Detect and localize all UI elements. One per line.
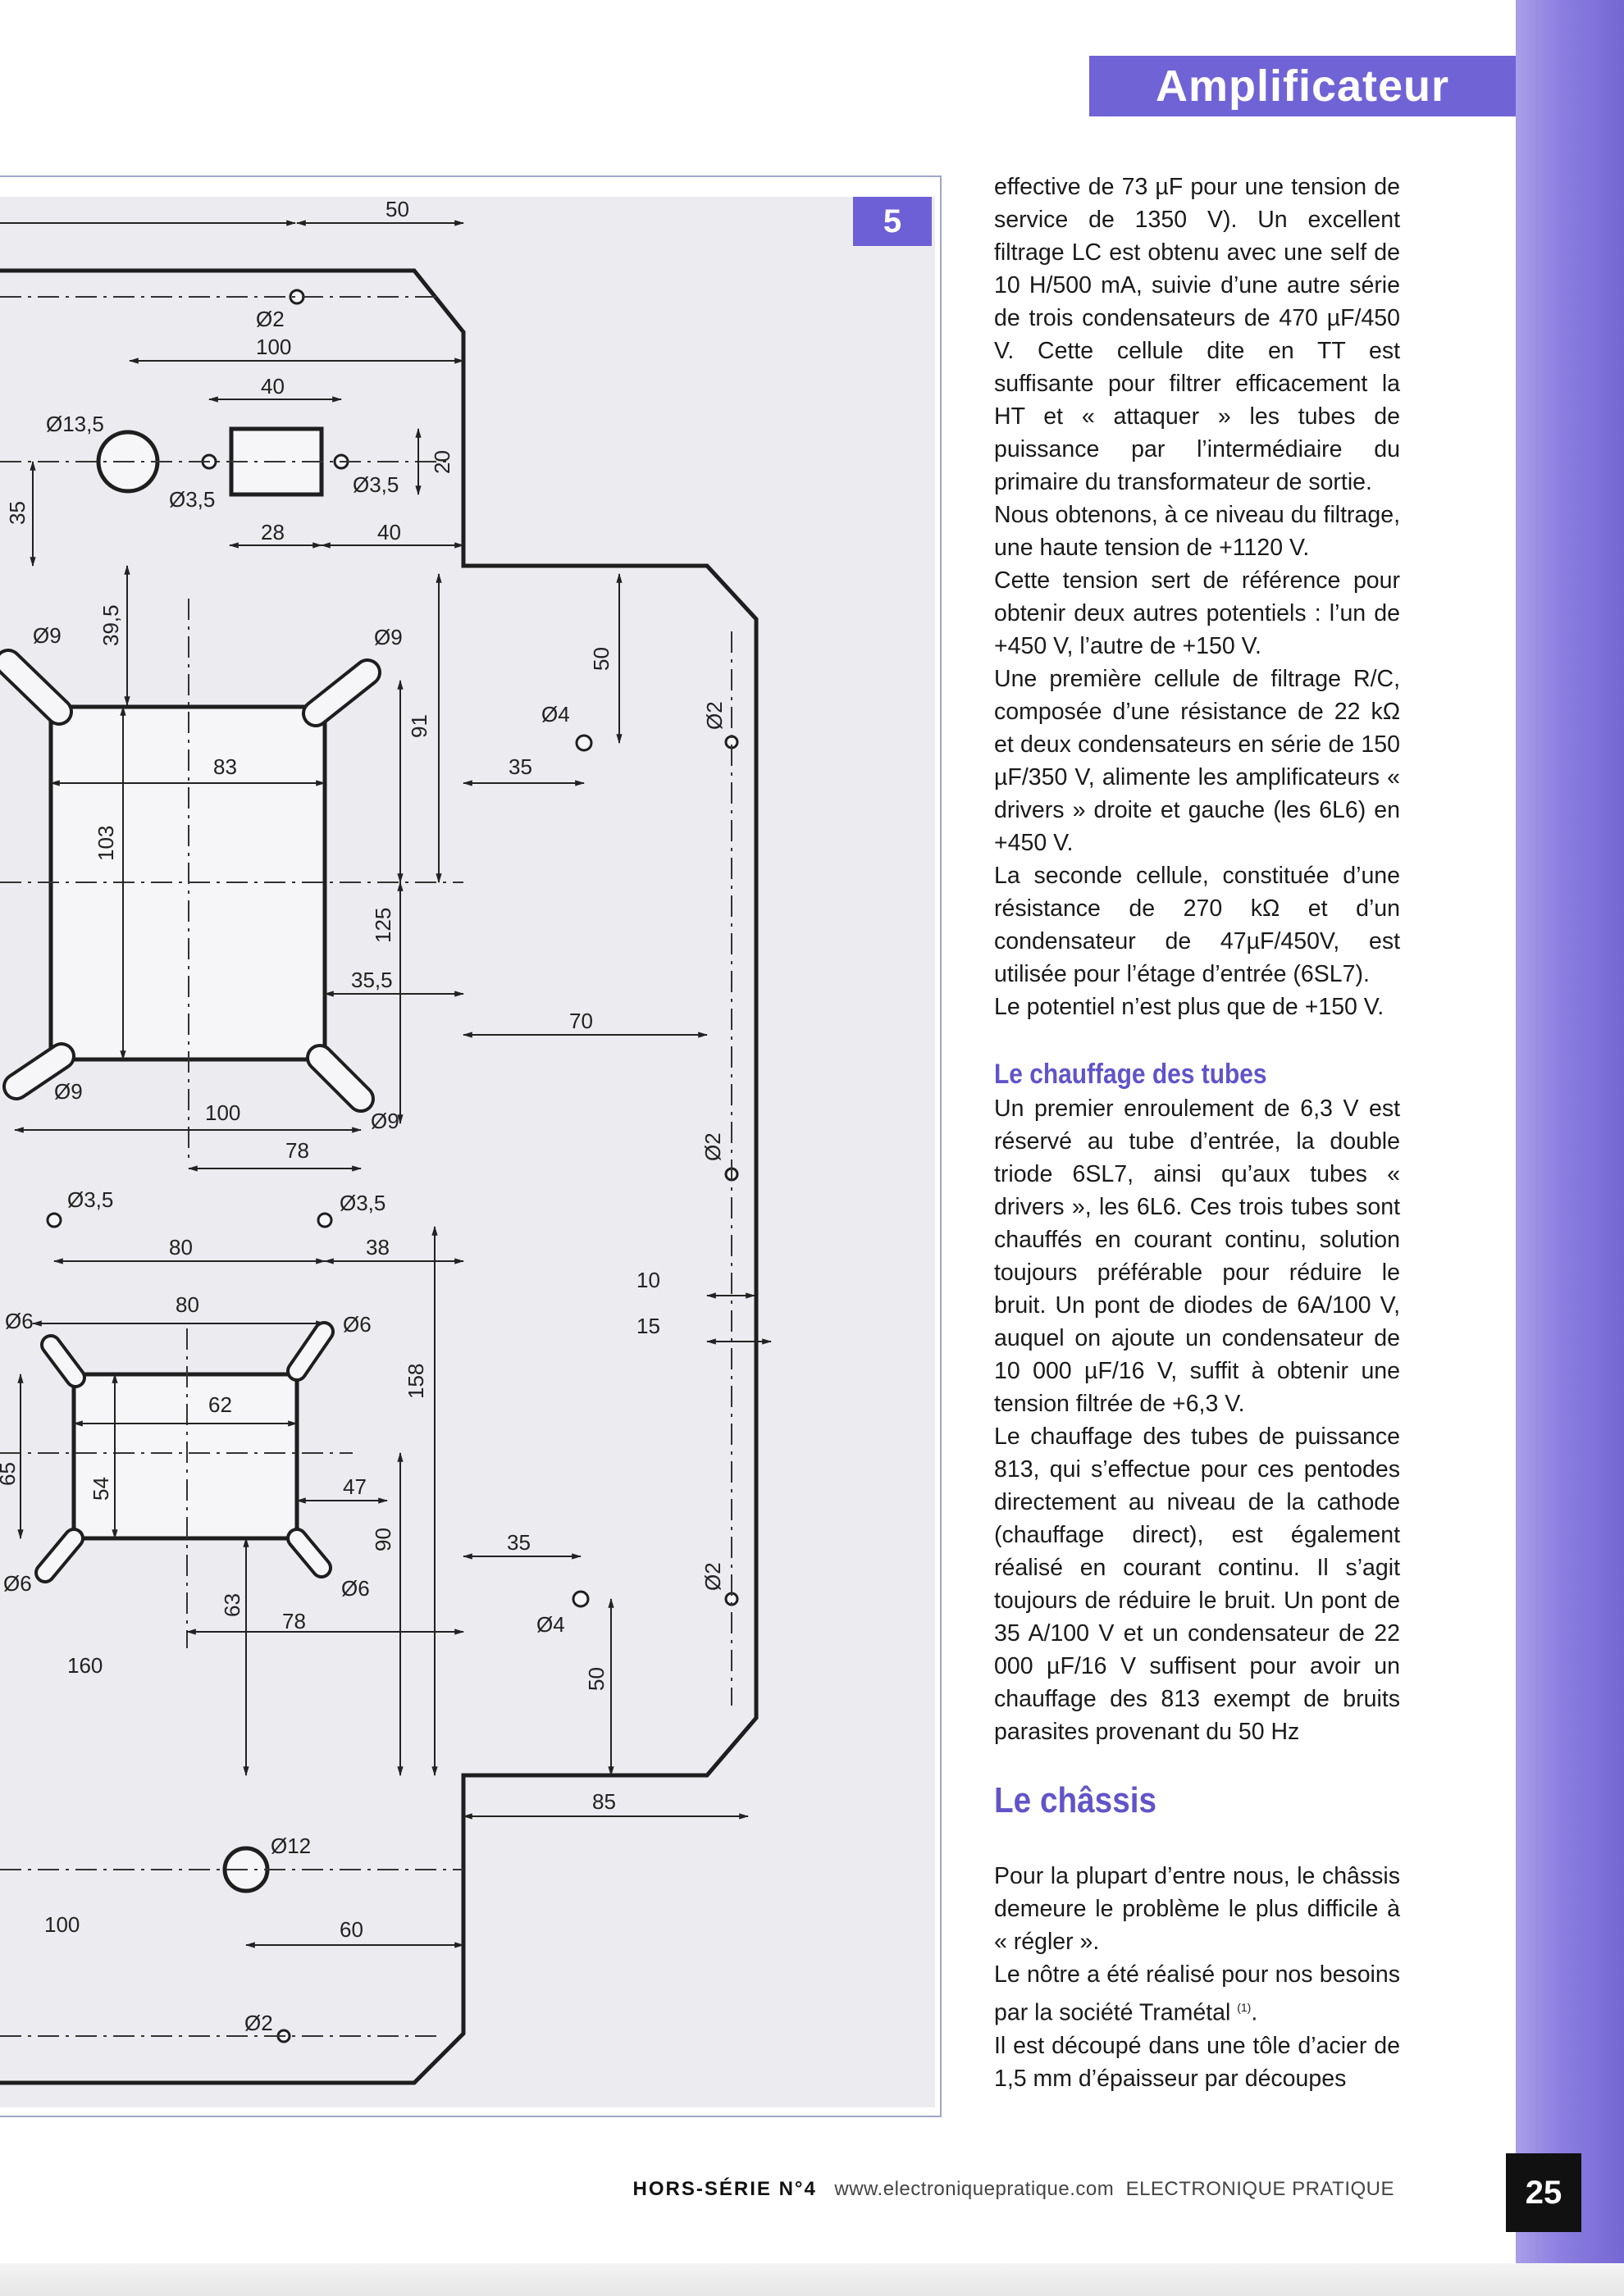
dim-text: Ø9 xyxy=(374,625,403,649)
dim-text: Ø9 xyxy=(54,1079,83,1104)
dim-text: Ø4 xyxy=(541,702,570,727)
footnote-marker: (1) xyxy=(1237,2001,1252,2014)
dim-text: Ø3,5 xyxy=(169,487,215,512)
dim-text: 35 xyxy=(507,1530,531,1555)
dim-text: 50 xyxy=(589,647,614,671)
dim-text: 60 xyxy=(340,1917,363,1942)
dim-text: 80 xyxy=(176,1292,199,1317)
dim-text: 83 xyxy=(213,754,237,779)
dim-text: 100 xyxy=(205,1100,240,1125)
dim-text: Ø6 xyxy=(5,1309,34,1333)
paragraph: Cette tension sert de référence pour obt… xyxy=(994,567,1400,659)
paragraph-text: Le nôtre a été réalisé pour nos besoins … xyxy=(994,1961,1400,2026)
dim-text: 63 xyxy=(220,1593,244,1617)
outline-top-flap xyxy=(0,268,759,2085)
series-label: HORS-SÉRIE N°4 xyxy=(632,2178,817,2200)
dim-text: 35,5 xyxy=(351,968,393,992)
dim-text: 78 xyxy=(285,1138,309,1163)
paragraph: Le chauffage des tubes de puissance 813,… xyxy=(994,1424,1400,1745)
dim-text: Ø3,5 xyxy=(340,1191,385,1215)
dim-text: 158 xyxy=(404,1364,428,1399)
dim-text: Ø13,5 xyxy=(46,412,104,436)
dim-text: 54 xyxy=(89,1477,113,1501)
paragraph-end: . xyxy=(1251,1999,1258,2026)
dim-text: 78 xyxy=(282,1609,306,1633)
dim-text: 160 xyxy=(67,1653,103,1678)
paragraph: Le nôtre a été réalisé pour nos besoins … xyxy=(994,1958,1400,2029)
paragraph: Une première cellule de filtrage R/C, co… xyxy=(994,666,1400,856)
paragraph: effective de 73 µF pour une tension de s… xyxy=(994,174,1400,495)
paragraph: Pour la plupart d’entre nous, le châssis… xyxy=(994,1863,1400,1955)
dim-text: 20 xyxy=(430,450,454,474)
dim-text: 38 xyxy=(366,1235,390,1260)
dim-text: Ø2 xyxy=(244,2011,273,2035)
dim-text: 40 xyxy=(261,374,285,399)
dim-text: 35 xyxy=(5,501,30,525)
page-footer: HORS-SÉRIE N°4 www.electroniquepratique.… xyxy=(558,2178,1394,2201)
dim-text: Ø2 xyxy=(256,307,285,331)
paragraph: Le potentiel n’est plus que de +150 V. xyxy=(994,994,1385,1020)
dim-text: 50 xyxy=(385,197,409,221)
dim-text: Ø12 xyxy=(271,1834,311,1858)
dim-text: Ø2 xyxy=(700,1562,725,1591)
paragraph: Nous obtenons, à ce niveau du filtrage, … xyxy=(994,502,1400,561)
subheading-chassis: Le châssis xyxy=(994,1780,1157,1820)
side-color-band xyxy=(1516,0,1624,2296)
dim-text: 47 xyxy=(343,1474,367,1499)
magazine-name: ELECTRONIQUE PRATIQUE xyxy=(1125,2178,1394,2200)
dim-text: 28 xyxy=(261,520,285,544)
dim-text: 100 xyxy=(44,1912,80,1937)
dim-text: Ø9 xyxy=(371,1109,399,1133)
footer-url[interactable]: www.electroniquepratique.com xyxy=(834,2178,1115,2200)
section-title: Amplificateur xyxy=(1089,56,1516,116)
window-small xyxy=(71,1372,299,1541)
dim-text: 65 xyxy=(0,1462,20,1486)
paragraph: Il est découpé dans une tôle d’acier de … xyxy=(994,2032,1400,2092)
dim-text: Ø2 xyxy=(700,1132,725,1161)
dim-text: 91 xyxy=(407,714,431,738)
dim-text: Ø6 xyxy=(3,1571,32,1596)
dim-text: 40 xyxy=(377,520,401,544)
subheading-chauffage: Le chauffage des tubes xyxy=(994,1059,1267,1090)
dim-text: Ø3,5 xyxy=(67,1187,113,1212)
dim-text: 90 xyxy=(371,1528,395,1551)
dim-text: Ø6 xyxy=(341,1576,370,1601)
chassis-drawing: 50 Ø2 100 40 Ø13,5 Ø3,5 Ø3,5 20 35 28 40… xyxy=(0,197,935,2107)
dim-text: 125 xyxy=(371,908,395,943)
page-number: 25 xyxy=(1506,2153,1581,2232)
dim-text: 35 xyxy=(509,754,532,779)
dim-text: Ø3,5 xyxy=(353,472,399,497)
dim-text: 10 xyxy=(636,1268,660,1292)
dim-text: 103 xyxy=(94,826,118,861)
figure-frame xyxy=(0,175,942,2117)
dim-text: Ø9 xyxy=(33,623,62,648)
paragraph: Un premier enroulement de 6,3 V est rése… xyxy=(994,1096,1400,1417)
dim-text: Ø4 xyxy=(536,1612,565,1637)
dim-text: 50 xyxy=(584,1667,609,1691)
dim-text: Ø6 xyxy=(343,1312,372,1337)
article-column: effective de 73 µF pour une tension de s… xyxy=(994,171,1400,2095)
dim-text: 80 xyxy=(169,1235,193,1260)
dim-text: 62 xyxy=(208,1392,232,1417)
dim-text: 39,5 xyxy=(98,604,123,646)
figure-number: 5 xyxy=(853,197,932,246)
paragraph: La seconde cellule, constituée d’une rés… xyxy=(994,863,1400,987)
dim-text: 100 xyxy=(256,335,291,359)
dim-text: 85 xyxy=(592,1789,616,1814)
page-edge xyxy=(0,2263,1624,2296)
dim-text: Ø2 xyxy=(702,701,727,730)
dim-text: 15 xyxy=(636,1314,660,1338)
dim-text: 70 xyxy=(569,1009,593,1033)
